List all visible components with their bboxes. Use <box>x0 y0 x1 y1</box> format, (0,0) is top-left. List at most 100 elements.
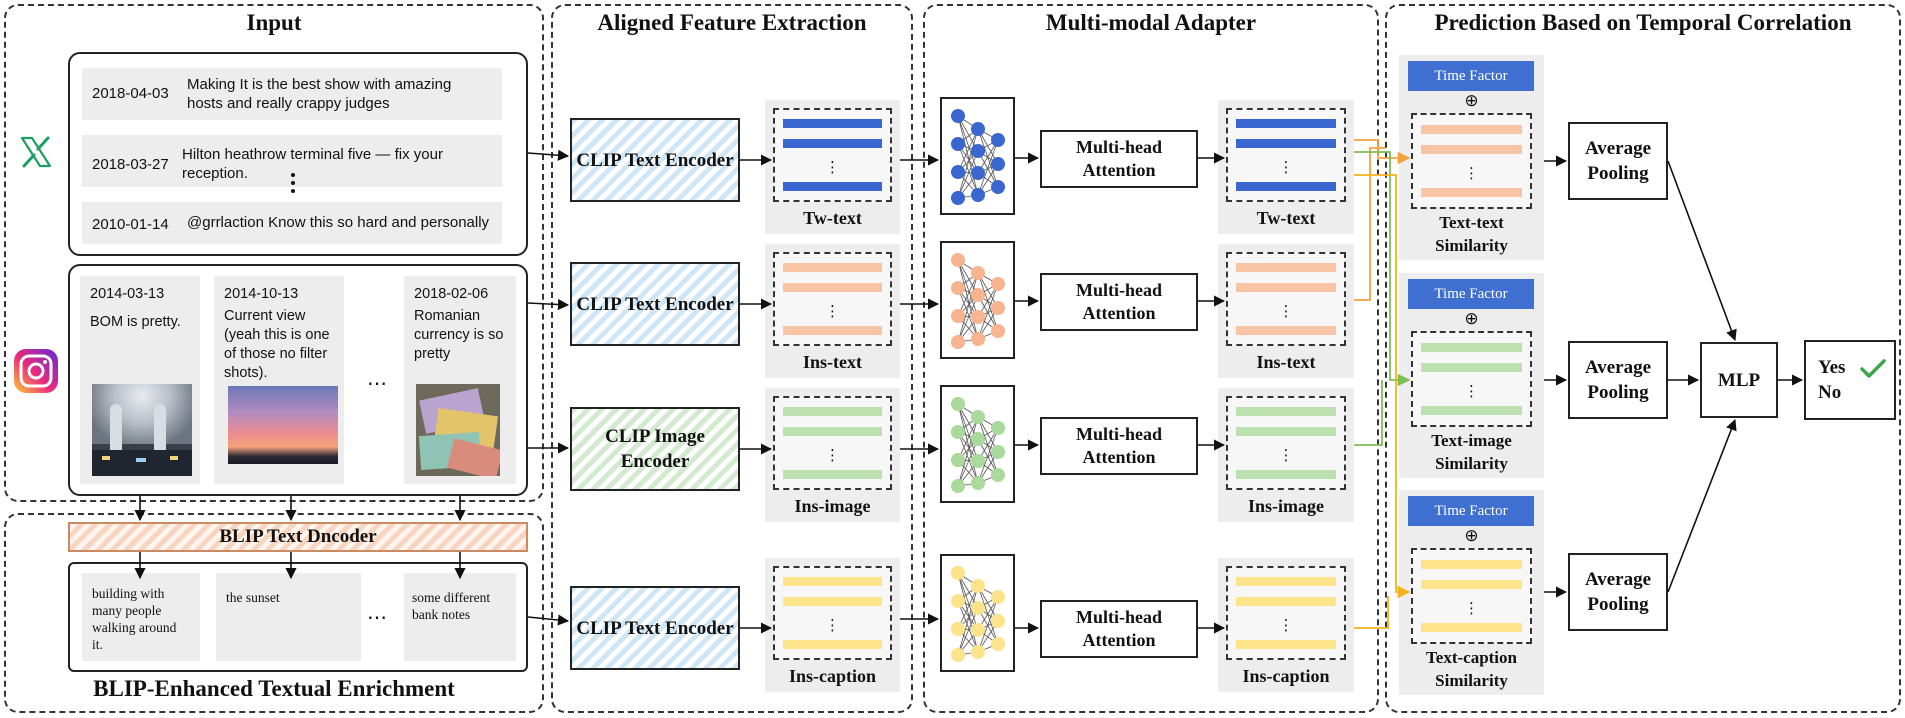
post-text: BOM is pretty. <box>90 314 181 330</box>
post-date: 2018-03-27 <box>92 156 169 173</box>
feature-label: Ins-caption <box>1242 666 1330 686</box>
feature-bar <box>783 283 882 292</box>
similarity-label: Text-text Similarity <box>1435 213 1508 255</box>
post-text: Romanian currency is so pretty <box>414 308 504 362</box>
post-date: 2010-01-14 <box>92 216 169 233</box>
adapter-network-ins-image <box>940 385 1015 503</box>
caption-text: some different bank notes <box>412 590 491 622</box>
feature-bar <box>1236 182 1336 191</box>
feature-bar <box>1421 125 1522 134</box>
vertical-ellipsis <box>288 170 298 196</box>
blip-text-decoder: BLIP Text Dncoder <box>68 522 528 552</box>
neural-net-icon <box>951 109 1005 205</box>
post-photo-banknotes <box>416 384 500 476</box>
twitter-post: 2018-03-27 Hilton heathrow terminal five… <box>82 135 502 187</box>
post-photo-terminal <box>92 384 192 476</box>
neural-net-icon <box>951 397 1005 493</box>
feature-bar <box>1236 326 1336 335</box>
multi-head-attention-tw: Multi-head Attention <box>1040 130 1198 188</box>
similarity-label: Text-caption Similarity <box>1426 648 1517 690</box>
input-title: Input <box>246 10 302 35</box>
average-pooling-2: Average Pooling <box>1568 341 1668 419</box>
feature-bar <box>783 407 882 416</box>
prediction-title: Prediction Based on Temporal Correlation <box>1434 10 1852 35</box>
add-operator-icon: ⊕ <box>1464 526 1479 546</box>
blip-enrichment-section <box>4 513 544 713</box>
clip-image-encoder: CLIP Image Encoder <box>570 407 740 491</box>
feature-bar <box>1236 283 1336 292</box>
feature-bar <box>783 263 882 272</box>
feature-bar <box>1421 343 1522 352</box>
add-operator-icon: ⊕ <box>1464 309 1479 329</box>
caption-item: some different bank notes <box>404 573 516 661</box>
instagram-logo-icon <box>14 349 58 393</box>
clip-text-encoder-caption: CLIP Text Encoder <box>570 586 740 670</box>
ins-image-feature-panel: ⋮ Ins-image <box>765 388 900 522</box>
post-photo-sunset <box>228 386 338 464</box>
feature-bar <box>1236 427 1336 436</box>
multi-head-attention-ins-text: Multi-head Attention <box>1040 273 1198 331</box>
output-box: Yes No <box>1804 340 1896 420</box>
twitter-post: 2010-01-14 @grrlaction Know this so hard… <box>82 202 502 244</box>
adapter-title: Multi-modal Adapter <box>1045 10 1257 35</box>
feature-bar <box>1421 363 1522 372</box>
adapter-network-tw <box>940 97 1015 215</box>
caption-item: building with many people walking around… <box>82 573 200 661</box>
horizontal-ellipsis: … <box>367 600 387 624</box>
time-factor-badge: Time Factor <box>1408 496 1534 526</box>
add-operator-icon: ⊕ <box>1464 91 1479 111</box>
feature-bar <box>1236 139 1336 148</box>
adapted-ins-caption-panel: ⋮ Ins-caption <box>1218 558 1354 692</box>
instagram-post: 2014-10-13 Current view (yeah this is on… <box>214 276 344 484</box>
tw-text-feature-panel: ⋮ Tw-text <box>765 100 900 234</box>
clip-text-encoder-ins: CLIP Text Encoder <box>570 262 740 346</box>
neural-net-icon <box>951 566 1005 662</box>
horizontal-ellipsis: … <box>367 366 387 390</box>
time-factor-badge: Time Factor <box>1408 279 1534 309</box>
caption-item: the sunset <box>216 573 361 661</box>
ins-text-feature-panel: ⋮ Ins-text <box>765 244 900 378</box>
extraction-section <box>551 4 913 713</box>
mlp-box: MLP <box>1700 342 1778 418</box>
post-date: 2014-03-13 <box>90 286 165 302</box>
post-date: 2018-02-06 <box>414 286 489 302</box>
feature-bar <box>1421 560 1522 569</box>
feature-bar <box>1421 623 1522 632</box>
feature-bar <box>783 119 882 128</box>
output-yes: Yes <box>1818 357 1846 378</box>
adapted-tw-text-panel: ⋮ Tw-text <box>1218 100 1354 234</box>
feature-label: Tw-text <box>803 208 862 228</box>
ins-caption-feature-panel: ⋮ Ins-caption <box>765 558 900 692</box>
similarity-label: Text-image Similarity <box>1431 431 1512 473</box>
feature-bar <box>783 427 882 436</box>
adapter-network-ins-caption <box>940 554 1015 672</box>
feature-bar <box>1421 580 1522 589</box>
feature-bar <box>1236 263 1336 272</box>
feature-bar <box>783 597 882 606</box>
x-logo-icon <box>20 136 52 168</box>
feature-bar <box>1236 470 1336 479</box>
feature-bar <box>1421 188 1522 197</box>
feature-label: Ins-image <box>794 496 871 516</box>
adapter-network-ins-text <box>940 241 1015 359</box>
feature-label: Ins-text <box>803 352 862 372</box>
instagram-post: 2018-02-06 Romanian currency is so prett… <box>404 276 516 484</box>
feature-bar <box>783 326 882 335</box>
feature-bar <box>1236 640 1336 649</box>
post-date: 2018-04-03 <box>92 85 169 102</box>
post-date: 2014-10-13 <box>224 286 299 302</box>
average-pooling-3: Average Pooling <box>1568 553 1668 631</box>
feature-bar <box>1236 577 1336 586</box>
average-pooling-1: Average Pooling <box>1568 122 1668 200</box>
post-text: @grrlaction Know this so hard and person… <box>187 214 490 231</box>
feature-bar <box>783 470 882 479</box>
extraction-title: Aligned Feature Extraction <box>597 10 867 35</box>
twitter-post: 2018-04-03 Making It is the best show wi… <box>82 68 502 120</box>
multi-head-attention-ins-image: Multi-head Attention <box>1040 417 1198 475</box>
feature-bar <box>1236 597 1336 606</box>
feature-bar <box>1236 119 1336 128</box>
feature-bar <box>1236 407 1336 416</box>
feature-label: Ins-image <box>1248 496 1324 516</box>
text-text-similarity-panel: Time Factor ⊕ ⋮ Text-text Similarity <box>1399 55 1544 260</box>
checkmark-icon <box>1860 359 1886 378</box>
